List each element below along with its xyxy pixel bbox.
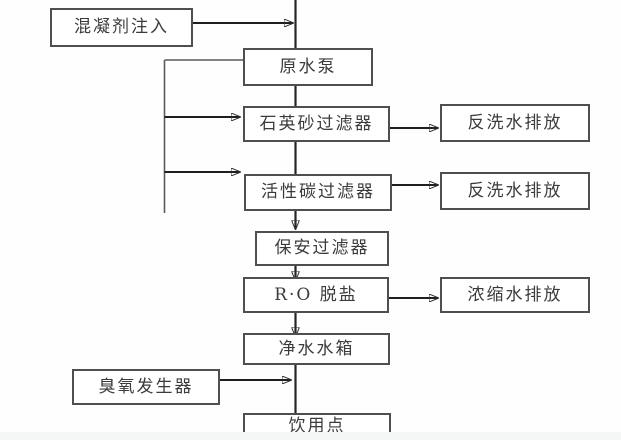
node-label-backwash-1: 反洗水排放 bbox=[467, 112, 563, 133]
node-concentrate-discharge: 浓缩水排放 bbox=[440, 277, 590, 313]
node-label-carbon-filter: 活性碳过滤器 bbox=[261, 182, 375, 202]
node-label-coagulant: 混凝剂注入 bbox=[74, 17, 169, 37]
node-label-drinking-point: 饮用点 bbox=[288, 416, 346, 436]
node-coagulant-injection: 混凝剂注入 bbox=[50, 8, 193, 47]
node-ro-desalination: R·O 脱盐 bbox=[243, 277, 389, 313]
node-backwash-discharge-1: 反洗水排放 bbox=[440, 104, 590, 142]
node-label-concentrate: 浓缩水排放 bbox=[467, 284, 563, 305]
node-clean-water-tank: 净水水箱 bbox=[243, 333, 390, 365]
node-label-quartz-filter: 石英砂过滤器 bbox=[259, 113, 374, 134]
node-label-raw-pump: 原水泵 bbox=[279, 56, 337, 77]
node-label-ozone: 臭氧发生器 bbox=[98, 376, 194, 397]
node-ozone-generator: 臭氧发生器 bbox=[72, 369, 220, 405]
node-label-clean-tank: 净水水箱 bbox=[278, 338, 355, 359]
node-label-security-filter: 保安过滤器 bbox=[274, 238, 370, 258]
node-label-ro-desalination: R·O 脱盐 bbox=[274, 284, 358, 305]
node-label-backwash-2: 反洗水排放 bbox=[467, 180, 563, 201]
node-activated-carbon-filter: 活性碳过滤器 bbox=[244, 174, 392, 211]
node-security-filter: 保安过滤器 bbox=[255, 231, 389, 266]
letterbox-bar bbox=[0, 432, 621, 440]
node-quartz-sand-filter: 石英砂过滤器 bbox=[243, 106, 390, 142]
node-raw-water-pump: 原水泵 bbox=[243, 48, 373, 86]
node-backwash-discharge-2: 反洗水排放 bbox=[440, 172, 590, 210]
